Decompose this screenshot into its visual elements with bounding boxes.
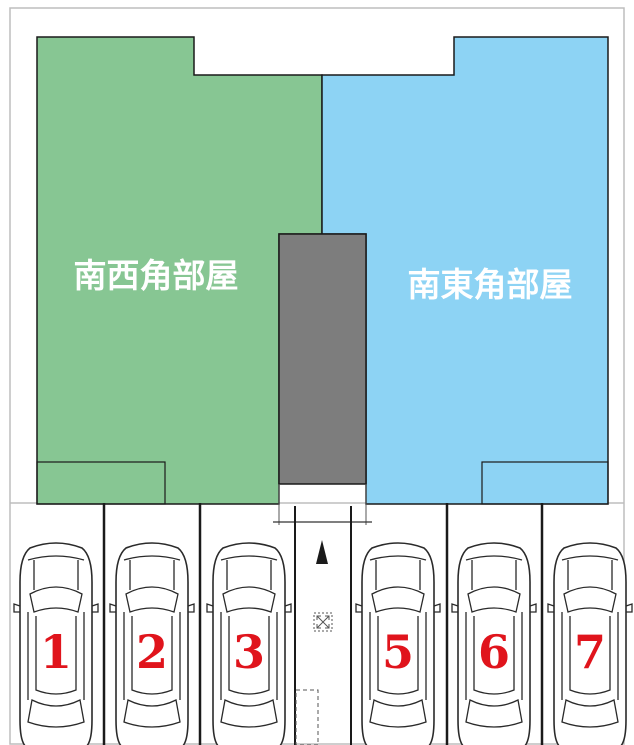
southeast-room-balcony — [481, 461, 609, 505]
up-arrow-icon — [316, 540, 328, 564]
car-icon — [355, 542, 441, 745]
expand-arrows-icon — [313, 612, 333, 632]
parking-space-number: 2 — [136, 625, 168, 679]
parking-space: 6 — [451, 542, 537, 745]
southeast-room-label: 南東角部屋 — [408, 265, 573, 304]
car-icon — [206, 542, 292, 745]
parking-spaces: 1 2 3 5 6 7 — [13, 542, 633, 745]
parking-space-number: 7 — [574, 625, 606, 679]
parking-space: 7 — [547, 542, 633, 745]
parking-space-number: 5 — [382, 625, 414, 679]
car-icon — [109, 542, 195, 745]
corridor — [278, 233, 367, 485]
parking-space-number: 6 — [478, 625, 510, 679]
parking-dividers — [102, 503, 544, 745]
dashed-area — [295, 689, 319, 745]
parking-space: 3 — [206, 542, 292, 745]
parking-space: 5 — [355, 542, 441, 745]
parking-space: 2 — [109, 542, 195, 745]
southwest-room-balcony — [36, 461, 166, 505]
parking-space-number: 1 — [40, 625, 72, 679]
car-icon — [13, 542, 99, 745]
car-icon — [451, 542, 537, 745]
southwest-room-label: 南西角部屋 — [74, 256, 239, 295]
parking-space-number: 3 — [233, 625, 265, 679]
parking-space: 1 — [13, 542, 99, 745]
car-icon — [547, 542, 633, 745]
